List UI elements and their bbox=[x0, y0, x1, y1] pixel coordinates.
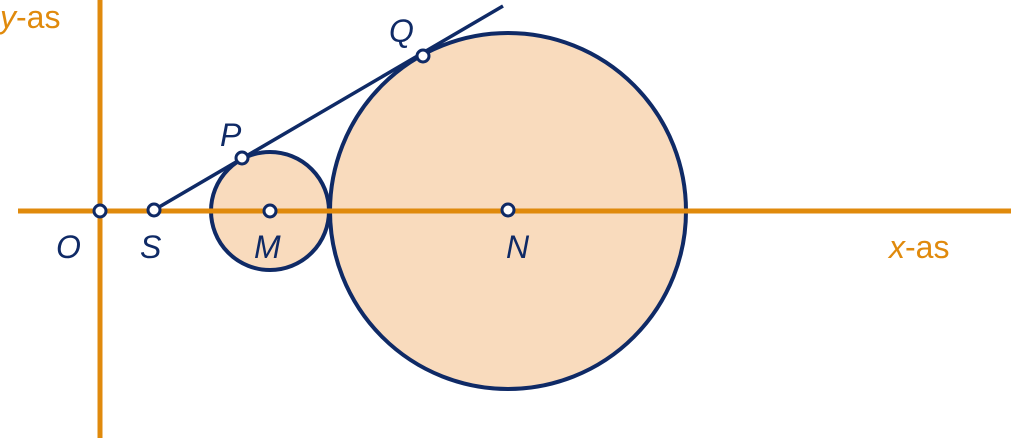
x-axis-suffix: -as bbox=[905, 229, 949, 265]
point-n bbox=[500, 202, 516, 218]
y-axis-var: y bbox=[0, 0, 18, 35]
point-p bbox=[234, 150, 250, 166]
tangent-line bbox=[153, 4, 504, 212]
point-q bbox=[415, 48, 431, 64]
label-o: O bbox=[56, 229, 81, 265]
label-n: N bbox=[506, 229, 530, 265]
label-m: M bbox=[254, 229, 281, 265]
y-axis-label: y-as bbox=[0, 0, 60, 35]
point-m bbox=[262, 203, 278, 219]
y-axis-suffix: -as bbox=[16, 0, 60, 35]
label-p: P bbox=[220, 117, 242, 153]
label-q: Q bbox=[389, 13, 414, 49]
x-axis-var: x bbox=[887, 229, 906, 265]
label-s: S bbox=[140, 229, 161, 265]
x-axis-label: x-as bbox=[887, 229, 949, 265]
point-s bbox=[146, 202, 162, 218]
point-o bbox=[92, 203, 108, 219]
